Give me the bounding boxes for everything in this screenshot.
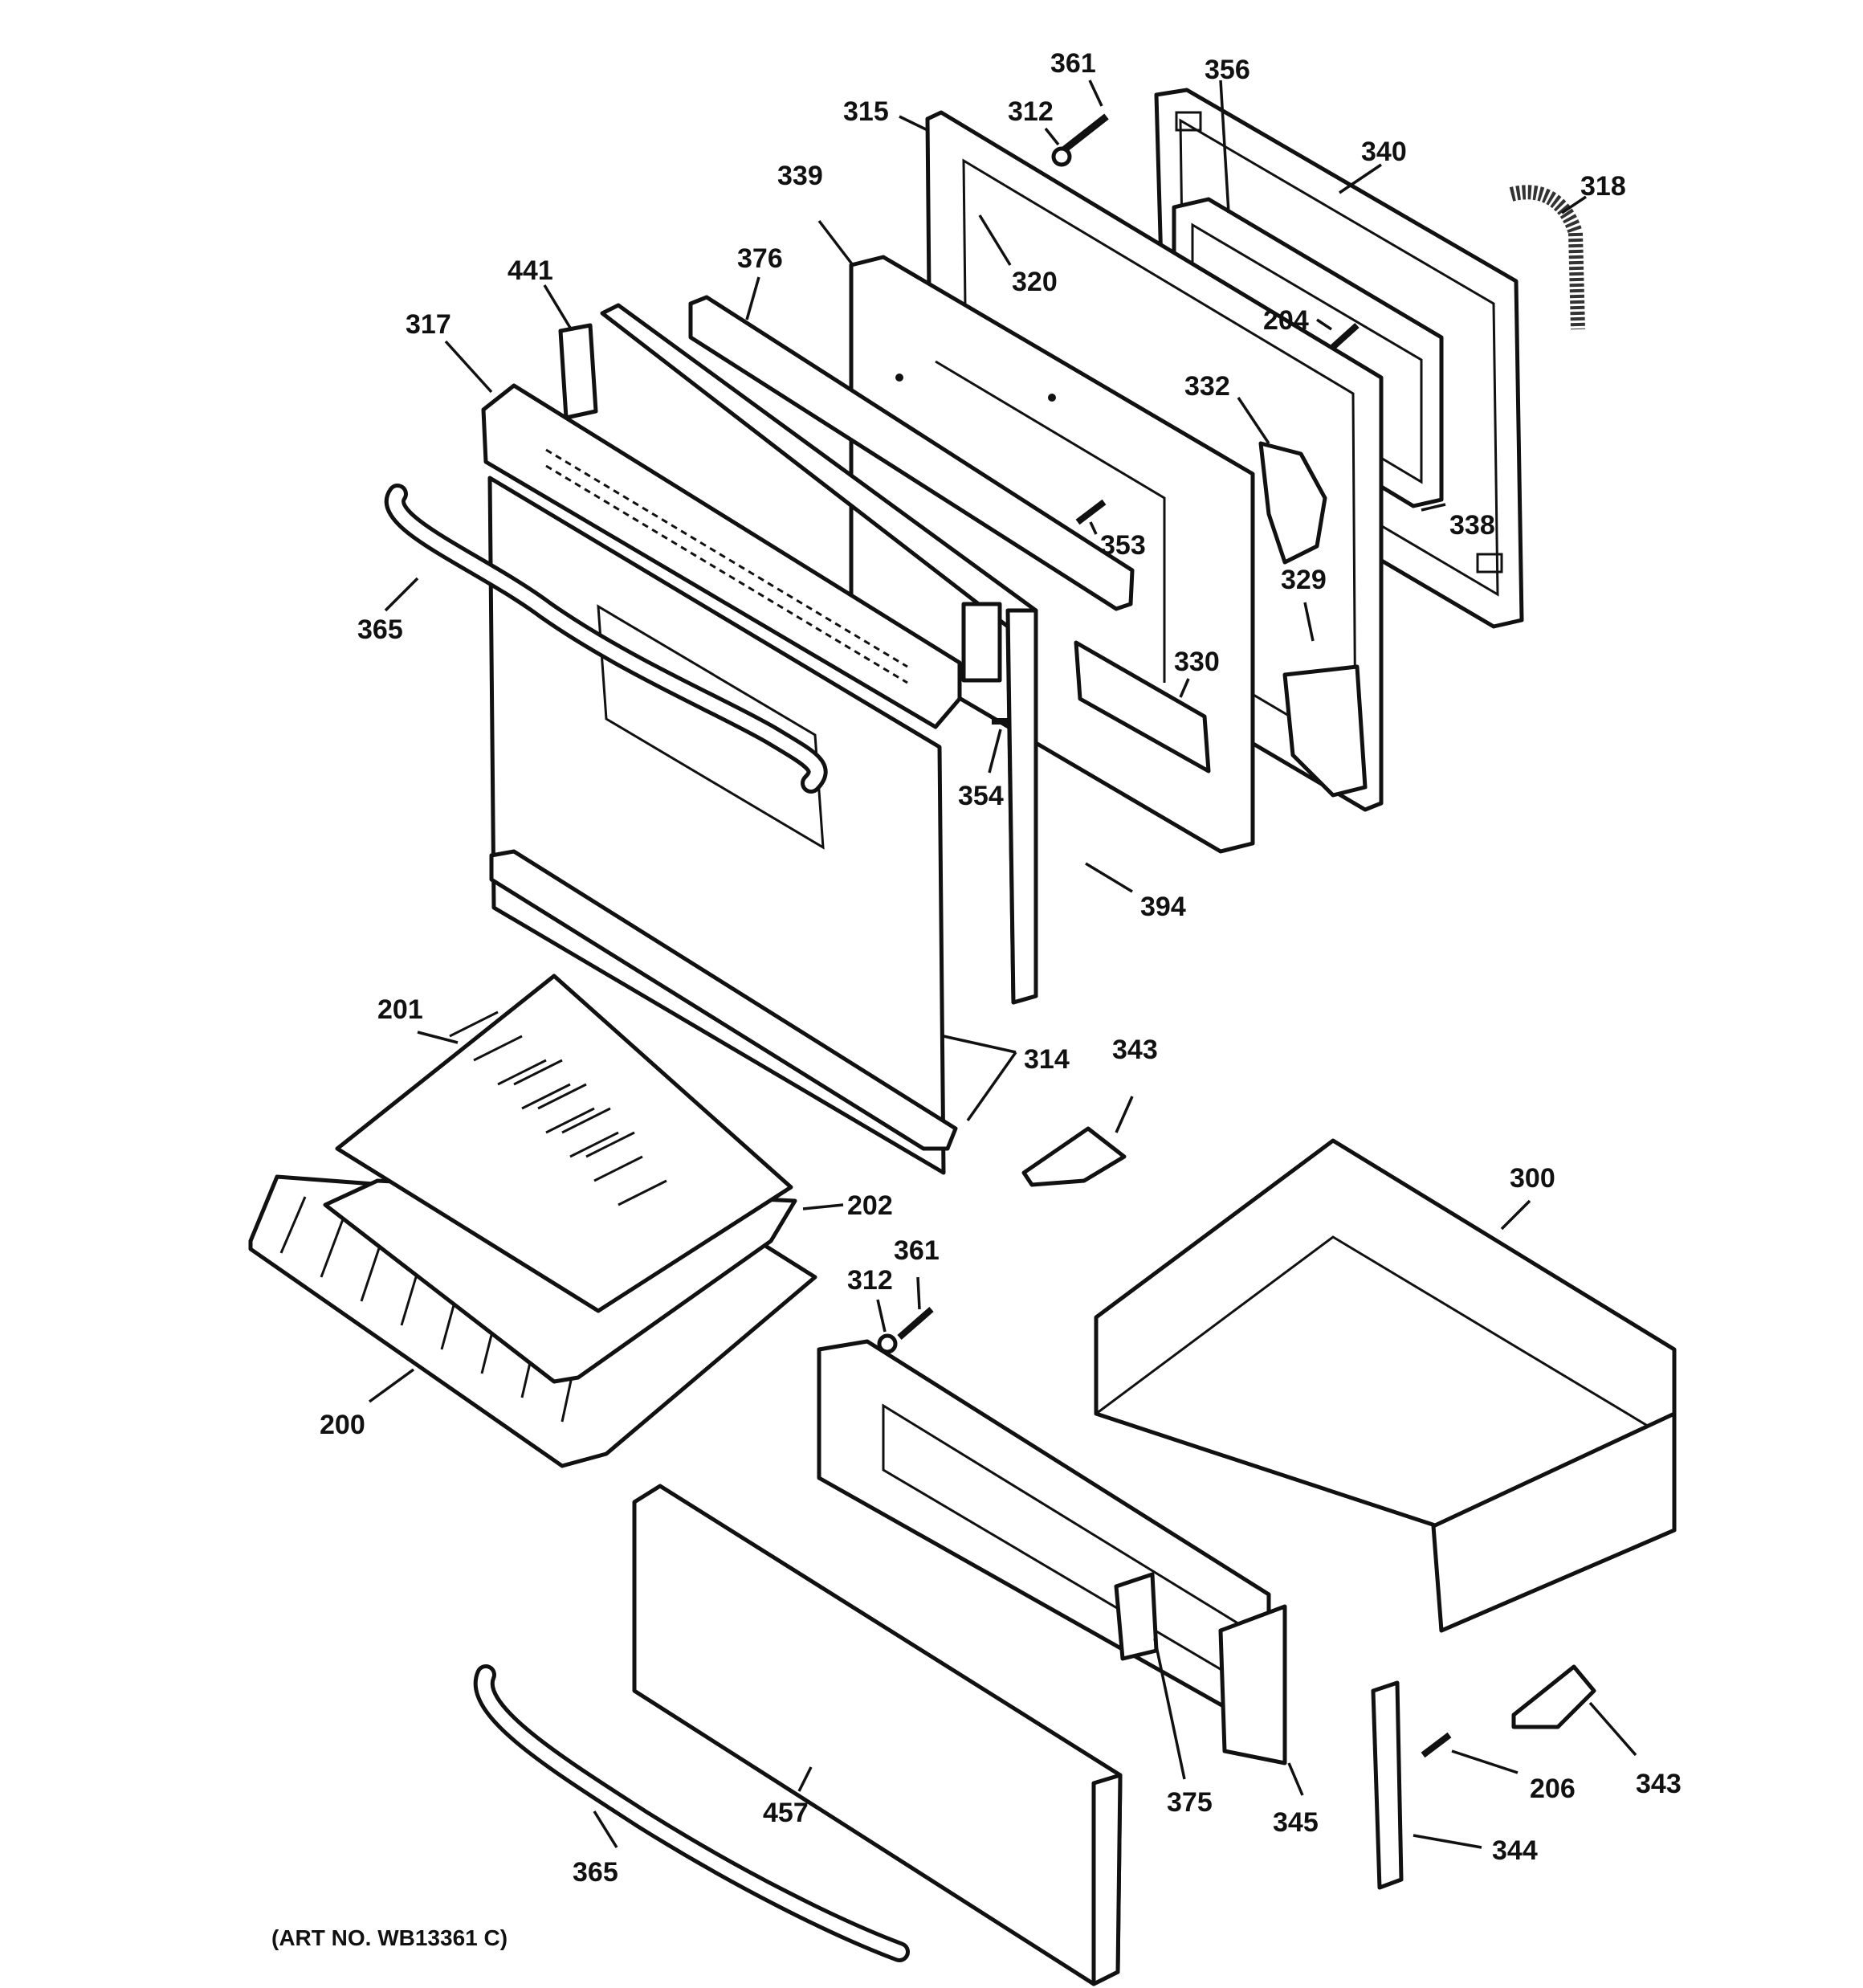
callout-365-upper: 365: [357, 614, 403, 645]
callout-206: 206: [1530, 1774, 1576, 1804]
callout-332: 332: [1184, 371, 1230, 402]
screw-361-lower: [897, 1306, 934, 1341]
hinge-329: [1282, 664, 1368, 798]
callout-314: 314: [1024, 1044, 1070, 1075]
callout-339: 339: [777, 161, 823, 191]
callout-labels: 361 356 312 315 340 318 339 320 376 441 …: [320, 48, 1682, 1888]
washer-312-upper: [1051, 146, 1072, 167]
door-frame-394: [600, 303, 1038, 1005]
callout-457: 457: [763, 1798, 809, 1828]
drawer-front-457: [632, 1484, 1123, 1986]
callout-353: 353: [1100, 530, 1146, 561]
callout-340: 340: [1361, 137, 1407, 167]
callout-318: 318: [1580, 171, 1626, 202]
callout-365-lower: 365: [573, 1857, 618, 1888]
callout-204: 204: [1263, 305, 1309, 336]
drawer-slide-343-upper: [1021, 1126, 1127, 1187]
screw-206: [1421, 1732, 1452, 1758]
vent-bracket-441: [558, 323, 598, 420]
callout-361-upper: 361: [1050, 48, 1096, 79]
broiler-grid-201: [335, 974, 793, 1313]
drawer-slide-343-lower: [1511, 1664, 1596, 1729]
callout-344: 344: [1492, 1835, 1538, 1866]
washer-312-lower: [877, 1333, 898, 1354]
callout-330: 330: [1174, 647, 1220, 677]
callout-394: 394: [1140, 892, 1186, 922]
callout-356: 356: [1205, 55, 1250, 85]
window-330: [1074, 640, 1211, 774]
callout-312-lower: 312: [847, 1265, 893, 1296]
screw-204: [1331, 323, 1360, 349]
callout-376: 376: [737, 243, 783, 274]
callout-361-lower: 361: [894, 1235, 940, 1266]
hinge-bracket-332: [1258, 441, 1327, 565]
callout-375: 375: [1167, 1787, 1213, 1818]
callout-320: 320: [1012, 267, 1058, 297]
top-channel-376: [688, 295, 1135, 611]
callout-338: 338: [1449, 510, 1495, 541]
callout-200: 200: [320, 1410, 365, 1440]
callout-317: 317: [406, 309, 451, 340]
callout-441: 441: [508, 255, 553, 286]
leader-lines: [368, 80, 1637, 1849]
callout-343-upper: 343: [1112, 1035, 1158, 1065]
callout-201: 201: [377, 994, 423, 1025]
door-gasket-318: [1509, 185, 1585, 330]
callout-202: 202: [847, 1190, 893, 1221]
callout-300: 300: [1510, 1163, 1555, 1194]
screw-353: [1075, 499, 1107, 525]
callout-345: 345: [1273, 1807, 1319, 1838]
vent-trim-317: [481, 383, 962, 729]
callout-329: 329: [1281, 565, 1327, 595]
drawer-body-300: [1094, 1138, 1677, 1633]
callout-315: 315: [843, 96, 889, 127]
bottom-trim-314: [489, 849, 958, 1151]
drawer-panel-345: [1218, 1604, 1287, 1766]
callout-354: 354: [958, 781, 1004, 811]
drawer-rail-344: [1371, 1680, 1404, 1890]
callout-343-lower: 343: [1636, 1769, 1682, 1799]
art-number: (ART NO. WB13361 C): [271, 1925, 508, 1950]
callout-312-upper: 312: [1008, 96, 1054, 127]
